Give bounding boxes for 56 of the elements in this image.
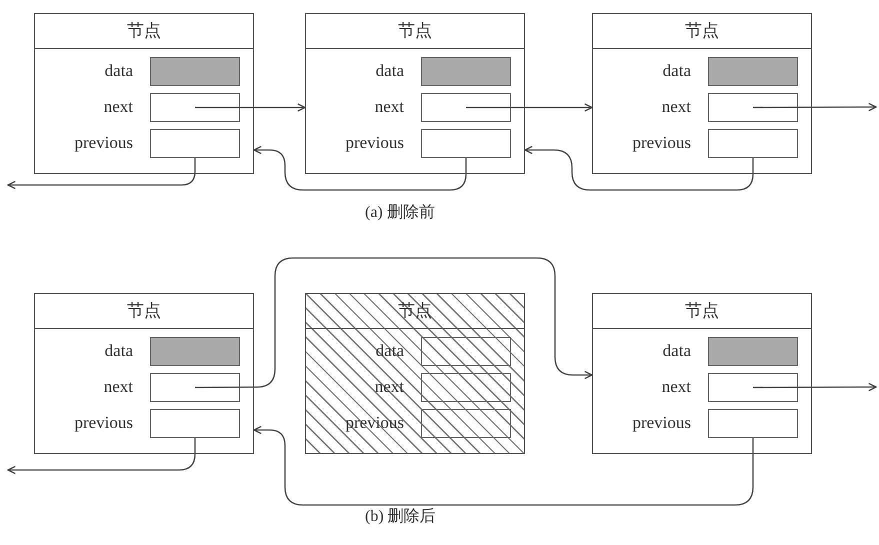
- deleted-node-box: [305, 293, 525, 454]
- node-title: 节点: [126, 301, 162, 321]
- arrow: [253, 426, 754, 506]
- node-title: 节点: [684, 301, 720, 321]
- data-field: [708, 56, 798, 86]
- pointer-field: [708, 408, 798, 438]
- data-field: [420, 56, 510, 86]
- field-label: data: [662, 60, 691, 80]
- pointer-field: [708, 128, 798, 158]
- field-label: previous: [74, 412, 133, 432]
- arrow: [753, 382, 877, 392]
- node-title: 节点: [684, 21, 720, 41]
- node-title: 节点: [126, 21, 162, 41]
- pointer-field: [420, 336, 510, 366]
- node-title: 节点: [397, 21, 433, 41]
- field-label: data: [662, 340, 691, 360]
- pointer-field: [420, 372, 510, 402]
- node-box: [34, 13, 254, 174]
- data-field: [708, 336, 798, 366]
- pointer-field: [150, 128, 240, 158]
- pointer-field: [708, 92, 798, 122]
- data-field: [150, 56, 240, 86]
- node-box: [592, 293, 812, 454]
- field-label: next: [662, 376, 691, 396]
- field-label: previous: [632, 412, 691, 432]
- pointer-field: [708, 372, 798, 402]
- arrow: [524, 146, 754, 191]
- pointer-field: [150, 92, 240, 122]
- node-box: [34, 293, 254, 454]
- pointer-field: [420, 128, 510, 158]
- field-label: data: [376, 60, 404, 80]
- data-field: [150, 336, 240, 366]
- arrow: [195, 257, 593, 388]
- pointer-field: [420, 408, 510, 438]
- field-label: previous: [74, 132, 133, 152]
- arrow: [753, 102, 877, 112]
- caption: (b) 删除后: [365, 507, 436, 527]
- field-label: previous: [345, 132, 404, 152]
- arrow: [7, 438, 196, 474]
- field-label: next: [374, 96, 404, 116]
- caption: (a) 删除前: [365, 203, 435, 223]
- arrow: [7, 158, 196, 190]
- field-label: data: [104, 60, 133, 80]
- field-label: next: [662, 96, 691, 116]
- field-label: data: [104, 340, 133, 360]
- arrow: [253, 146, 467, 191]
- pointer-field: [420, 92, 510, 122]
- field-label: next: [104, 376, 133, 396]
- node-box: [592, 13, 812, 174]
- field-label: next: [104, 96, 133, 116]
- pointer-field: [150, 408, 240, 438]
- pointer-field: [150, 372, 240, 402]
- arrow: [466, 103, 593, 112]
- arrow: [195, 103, 306, 112]
- field-label: previous: [632, 132, 691, 152]
- node-box: [305, 13, 525, 174]
